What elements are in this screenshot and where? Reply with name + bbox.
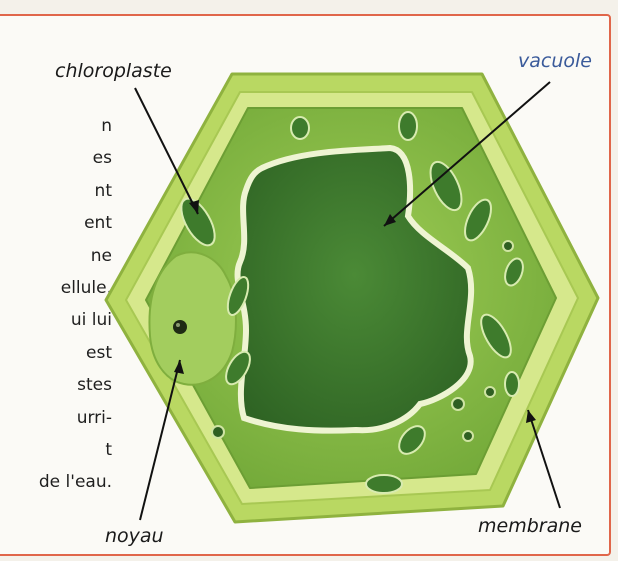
label-vacuole: vacuole <box>518 50 592 72</box>
membrane-pointer <box>528 410 560 508</box>
nucleolus <box>173 320 187 334</box>
nucleus <box>149 252 236 384</box>
label-membrane: membrane <box>478 515 582 537</box>
nucleolus-highlight <box>176 323 180 327</box>
label-noyau: noyau <box>105 525 164 547</box>
label-chloroplaste: chloroplaste <box>55 60 172 82</box>
